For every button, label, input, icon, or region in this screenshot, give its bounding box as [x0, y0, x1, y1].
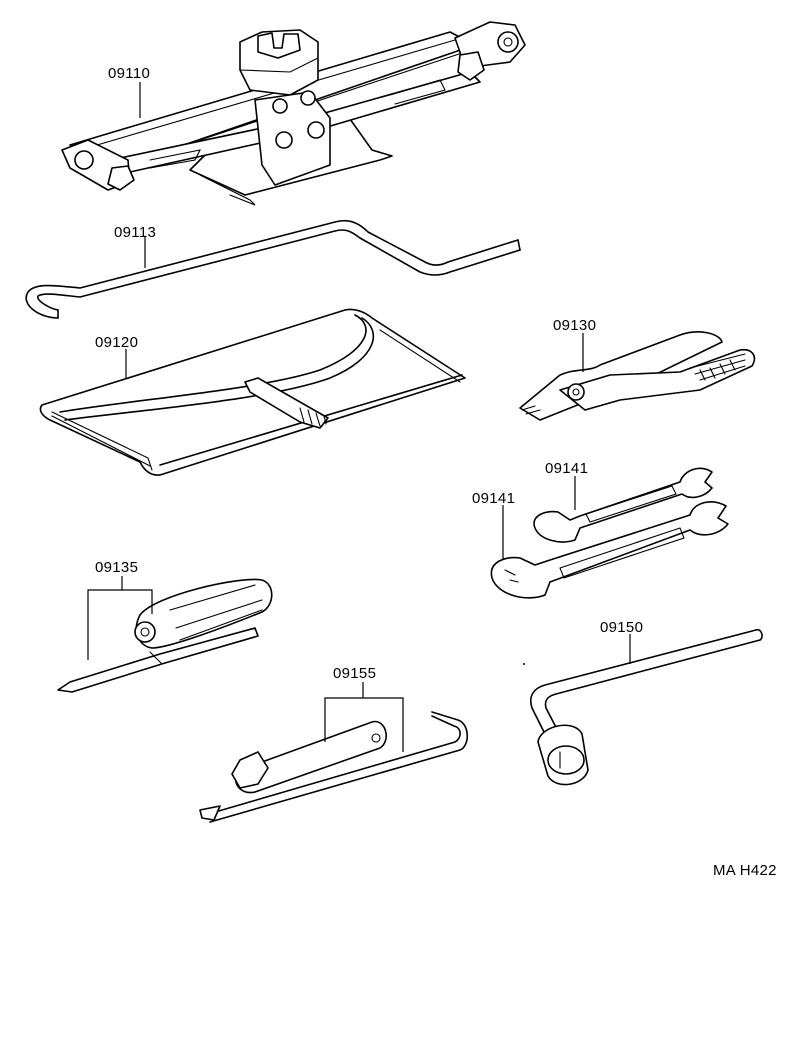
jack-handle-set	[199, 697, 469, 823]
label-09141-lower: 09141	[472, 490, 515, 507]
label-09150: 09150	[600, 619, 643, 636]
stray-dot	[523, 663, 525, 665]
screwdriver	[57, 578, 273, 693]
jack-handle-bar	[25, 219, 521, 319]
wheel-nut-wrench	[529, 628, 763, 786]
label-09135: 09135	[95, 559, 138, 576]
label-09155: 09155	[333, 665, 376, 682]
label-09130: 09130	[553, 317, 596, 334]
open-end-wrench-lower	[490, 501, 729, 599]
tool-bag	[39, 308, 466, 476]
label-09110: 09110	[108, 65, 150, 82]
label-09120: 09120	[95, 334, 138, 351]
figure-code: MA H422	[713, 862, 777, 879]
scissor-jack	[61, 21, 526, 206]
open-end-wrench-upper	[533, 467, 713, 543]
pliers	[519, 331, 756, 421]
label-09113: 09113	[114, 224, 156, 241]
label-09141-upper: 09141	[545, 460, 588, 477]
